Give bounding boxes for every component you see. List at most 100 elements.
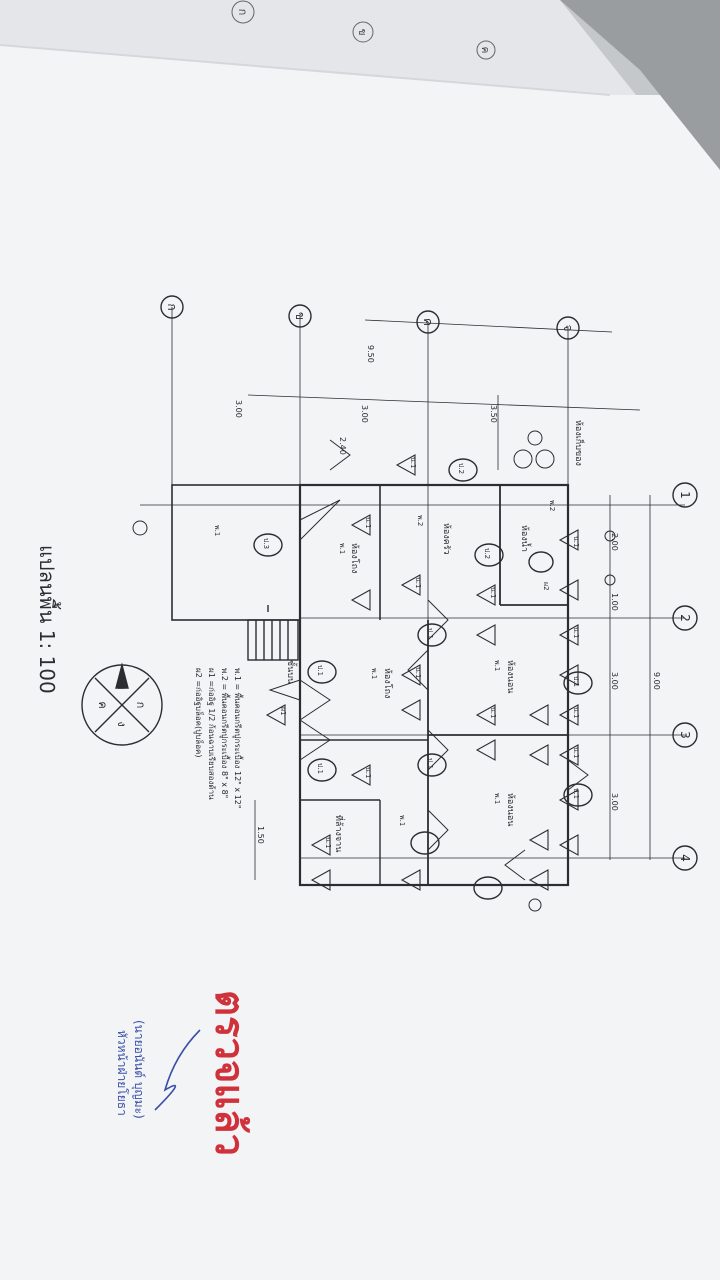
dim-d-side: 2.40 <box>338 437 347 455</box>
compass-letters: ก ข ค ง <box>96 682 147 726</box>
tag-floor-2a: พ.2 <box>548 500 556 511</box>
element-tags: ป.1 ป.1 ป.1 ป.1 ป.1 ป.1 ป.2 ป.2 ป.3 พ.1 … <box>213 457 580 848</box>
door-swings <box>268 439 589 881</box>
grid-labels: 1 2 3 4 จ ค ข ก <box>165 303 692 861</box>
room-bedroom-2: ห้องนอน <box>505 793 516 826</box>
floor-plan <box>81 295 698 912</box>
grid-label-left-1: จ <box>561 324 575 331</box>
tag-floor-1d: พ.1 <box>338 543 346 554</box>
dim-overall-side: 9.50 <box>366 345 375 363</box>
tag-window-a: น.1 <box>572 536 580 547</box>
tag-door-1c: ป.1 <box>316 665 324 676</box>
legend: พ.1 = พื้นคอนกรีตปูกระเบื้อง 12" x 12" พ… <box>193 668 244 809</box>
edge-mark-3: ค <box>479 47 490 54</box>
dim-b-side: 3.00 <box>360 405 369 423</box>
grid-bubble-left-3 <box>288 304 312 328</box>
dim-a-side: 3.50 <box>489 405 498 423</box>
tag-window-f: น.1 <box>489 707 497 718</box>
grid-bubble-1 <box>672 482 698 508</box>
tag-window-i: น.1 <box>364 517 372 528</box>
tag-door-3: ป.3 <box>262 538 270 549</box>
dim-a-top: 2.00 <box>610 533 619 551</box>
tag-door-1a: ป.1 <box>426 628 434 639</box>
grid-bubble-4 <box>672 845 698 871</box>
tag-floor-1e: พ.1 <box>370 668 378 679</box>
dim-c-side: 3.00 <box>234 400 243 418</box>
grid-label-4: 4 <box>678 854 692 862</box>
edge-marks <box>231 0 496 60</box>
page-fold <box>0 44 611 96</box>
tag-door-2b: ป.2 <box>457 463 465 474</box>
room-bathroom: ห้องน้ำ <box>519 525 532 552</box>
tag-floor-1c: พ.1 <box>493 793 501 804</box>
tag-door-1b: ป.1 <box>426 758 434 769</box>
tag-window-l: น.1 <box>409 457 417 468</box>
grid-label-left-3: ข <box>293 312 307 320</box>
stairs <box>247 619 299 661</box>
room-living-1: ห้องโถง <box>349 543 360 573</box>
plan-title: แปลนพื้น 1: 100 <box>35 545 61 694</box>
tag-window-d: น.1 <box>572 747 580 758</box>
dimension-labels: 9.00 2.00 1.00 3.00 3.00 1.50 9.50 3.50 … <box>234 345 661 844</box>
tag-floor-1b: พ.1 <box>493 660 501 671</box>
legend-line-3: ผ1 =ก่ออิฐ 1/2 ก้อนฉาบเรียบสองด้าน <box>207 668 216 800</box>
room-wash: ที่ล้างจาน <box>333 815 346 852</box>
page-shadow <box>560 0 720 170</box>
tag-floor-2b: พ.2 <box>416 515 424 526</box>
grid-label-left-4: ก <box>165 303 179 310</box>
window-markers <box>265 454 579 891</box>
signature-mark <box>154 1029 201 1111</box>
compass-n: ก <box>134 702 147 709</box>
dim-overall-top: 9.00 <box>652 672 661 690</box>
tag-wall-2: ผ2 <box>542 582 550 591</box>
dim-b-top: 1.00 <box>610 593 619 611</box>
main-outline <box>298 483 570 887</box>
main-page <box>0 45 720 1280</box>
porch-outline <box>171 484 301 621</box>
tag-door-1d: ป.1 <box>316 763 324 774</box>
compass-e: ข <box>115 682 128 690</box>
dim-e-top: 1.50 <box>256 826 265 844</box>
grid-bubble-left-4 <box>160 295 184 319</box>
room-store: ห้องเก็บของ <box>573 420 586 466</box>
compass-rose <box>81 662 163 746</box>
tag-window-b: น.1 <box>572 627 580 638</box>
legend-line-2: พ.2 = พื้นคอนกรีตปูกระเบื้อง 8" x 8" <box>219 668 231 798</box>
tag-window-g: น.1 <box>414 577 422 588</box>
signer-name: (นายอนันต์ บุญมะ) <box>131 1020 146 1119</box>
grid-label-1: 1 <box>678 491 692 499</box>
signer-title: หัวหน้าฝ่ายโยธา <box>115 1030 129 1116</box>
dim-d-top: 3.00 <box>610 793 619 811</box>
room-living-2: ห้องโถง <box>382 668 393 698</box>
tag-window-e: น.1 <box>489 587 497 598</box>
tag-window-h: น.1 <box>414 667 422 678</box>
room-kitchen: ห้องครัว <box>441 523 452 555</box>
room-labels: ห้องนอน ห้องนอน ห้องโถง ห้องโถง ห้องน้ำ … <box>285 420 586 852</box>
grid-label-left-2: ค <box>421 318 435 326</box>
tag-wall-1: ผ1 <box>279 707 287 716</box>
grid-bubble-left-2 <box>416 310 440 334</box>
grid-bubble-left-1 <box>556 316 580 340</box>
grid-bubble-2 <box>672 605 698 631</box>
edge-mark-1: ก <box>236 9 249 16</box>
legend-line-4: ผ2 =ก่ออิฐบล็อค(ปูบล็อค) <box>193 668 204 757</box>
grid-bubble-3 <box>672 722 698 748</box>
room-porch: ชั้นบน <box>285 660 298 684</box>
dim-c-top: 3.00 <box>610 672 619 690</box>
room-bedroom-1: ห้องนอน <box>505 660 516 693</box>
fixtures <box>132 430 616 912</box>
tag-floor-1a: พ.1 <box>213 525 221 536</box>
tag-door-1e: ป.1 <box>572 676 580 687</box>
edge-mark-2: ข <box>356 29 367 36</box>
grid-label-2: 2 <box>678 614 692 622</box>
door-tags <box>253 458 593 900</box>
legend-line-1: พ.1 = พื้นคอนกรีตปูกระเบื้อง 12" x 12" <box>232 668 244 809</box>
tag-floor-1f: พ.1 <box>398 815 406 826</box>
tag-window-k: น.1 <box>324 837 332 848</box>
approval-stamp: ตรวจแล้ว <box>206 990 252 1156</box>
grid-label-3: 3 <box>678 731 692 739</box>
tag-door-1f: ป.1 <box>572 788 580 799</box>
tag-door-2a: ป.2 <box>483 548 491 559</box>
compass-s: ค <box>96 701 109 708</box>
